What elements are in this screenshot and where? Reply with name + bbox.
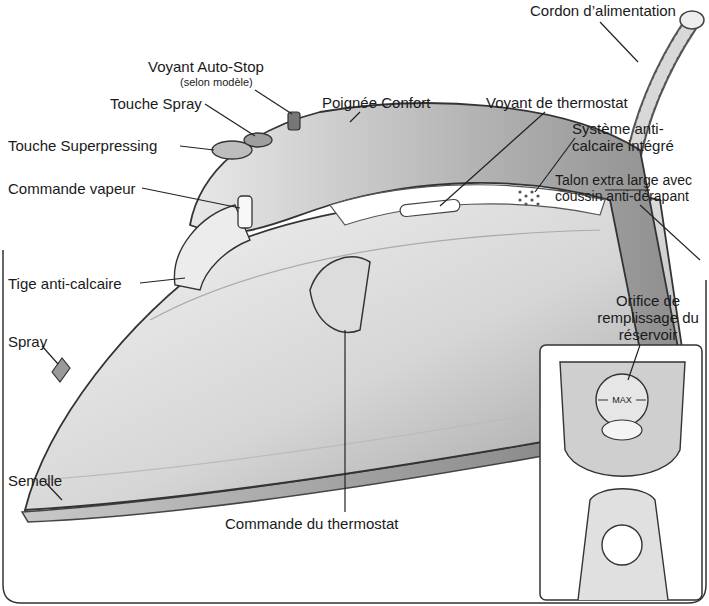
part-label: Voyant Auto-Stop xyxy=(148,58,298,75)
part-label: Poignée Confort xyxy=(322,94,472,111)
auto-stop-light xyxy=(288,112,300,130)
max-mark xyxy=(598,400,608,401)
thermostat-dial xyxy=(310,257,370,332)
spray-button xyxy=(244,133,272,147)
filling-neck xyxy=(602,420,642,440)
part-label: Commande vapeur xyxy=(8,180,158,197)
max-mark xyxy=(636,400,646,401)
cord-end xyxy=(680,11,704,29)
part-label: Cordon d’alimentation xyxy=(530,2,705,19)
part-label: Tige anti-calcaire xyxy=(8,275,158,292)
part-label: Spray xyxy=(8,333,88,350)
part-label: Commande du thermostat xyxy=(225,515,445,532)
part-label: MAX xyxy=(607,395,637,405)
steam-control xyxy=(238,196,252,228)
part-label: Système anti-calcaire intégré xyxy=(572,120,709,154)
reservoir xyxy=(560,362,685,476)
iron-heel xyxy=(578,489,668,600)
spray-nozzle xyxy=(52,358,70,382)
part-label: Touche Superpressing xyxy=(8,137,188,154)
filling-opening xyxy=(596,374,648,426)
leader-lines xyxy=(42,22,700,512)
part-label: Voyant de thermostat xyxy=(486,94,686,111)
part-label: Orifice de remplissage du réservoir xyxy=(588,292,708,343)
anti-calc-system xyxy=(518,190,539,205)
heel-knob xyxy=(602,525,642,565)
part-label: (selon modèle) xyxy=(180,76,300,89)
part-label: Touche Spray xyxy=(110,95,230,112)
inset-frame xyxy=(540,345,702,600)
part-label: Talon extra large avec coussin anti-déra… xyxy=(555,172,709,204)
part-label: Semelle xyxy=(8,472,108,489)
thermostat-light xyxy=(400,199,461,217)
